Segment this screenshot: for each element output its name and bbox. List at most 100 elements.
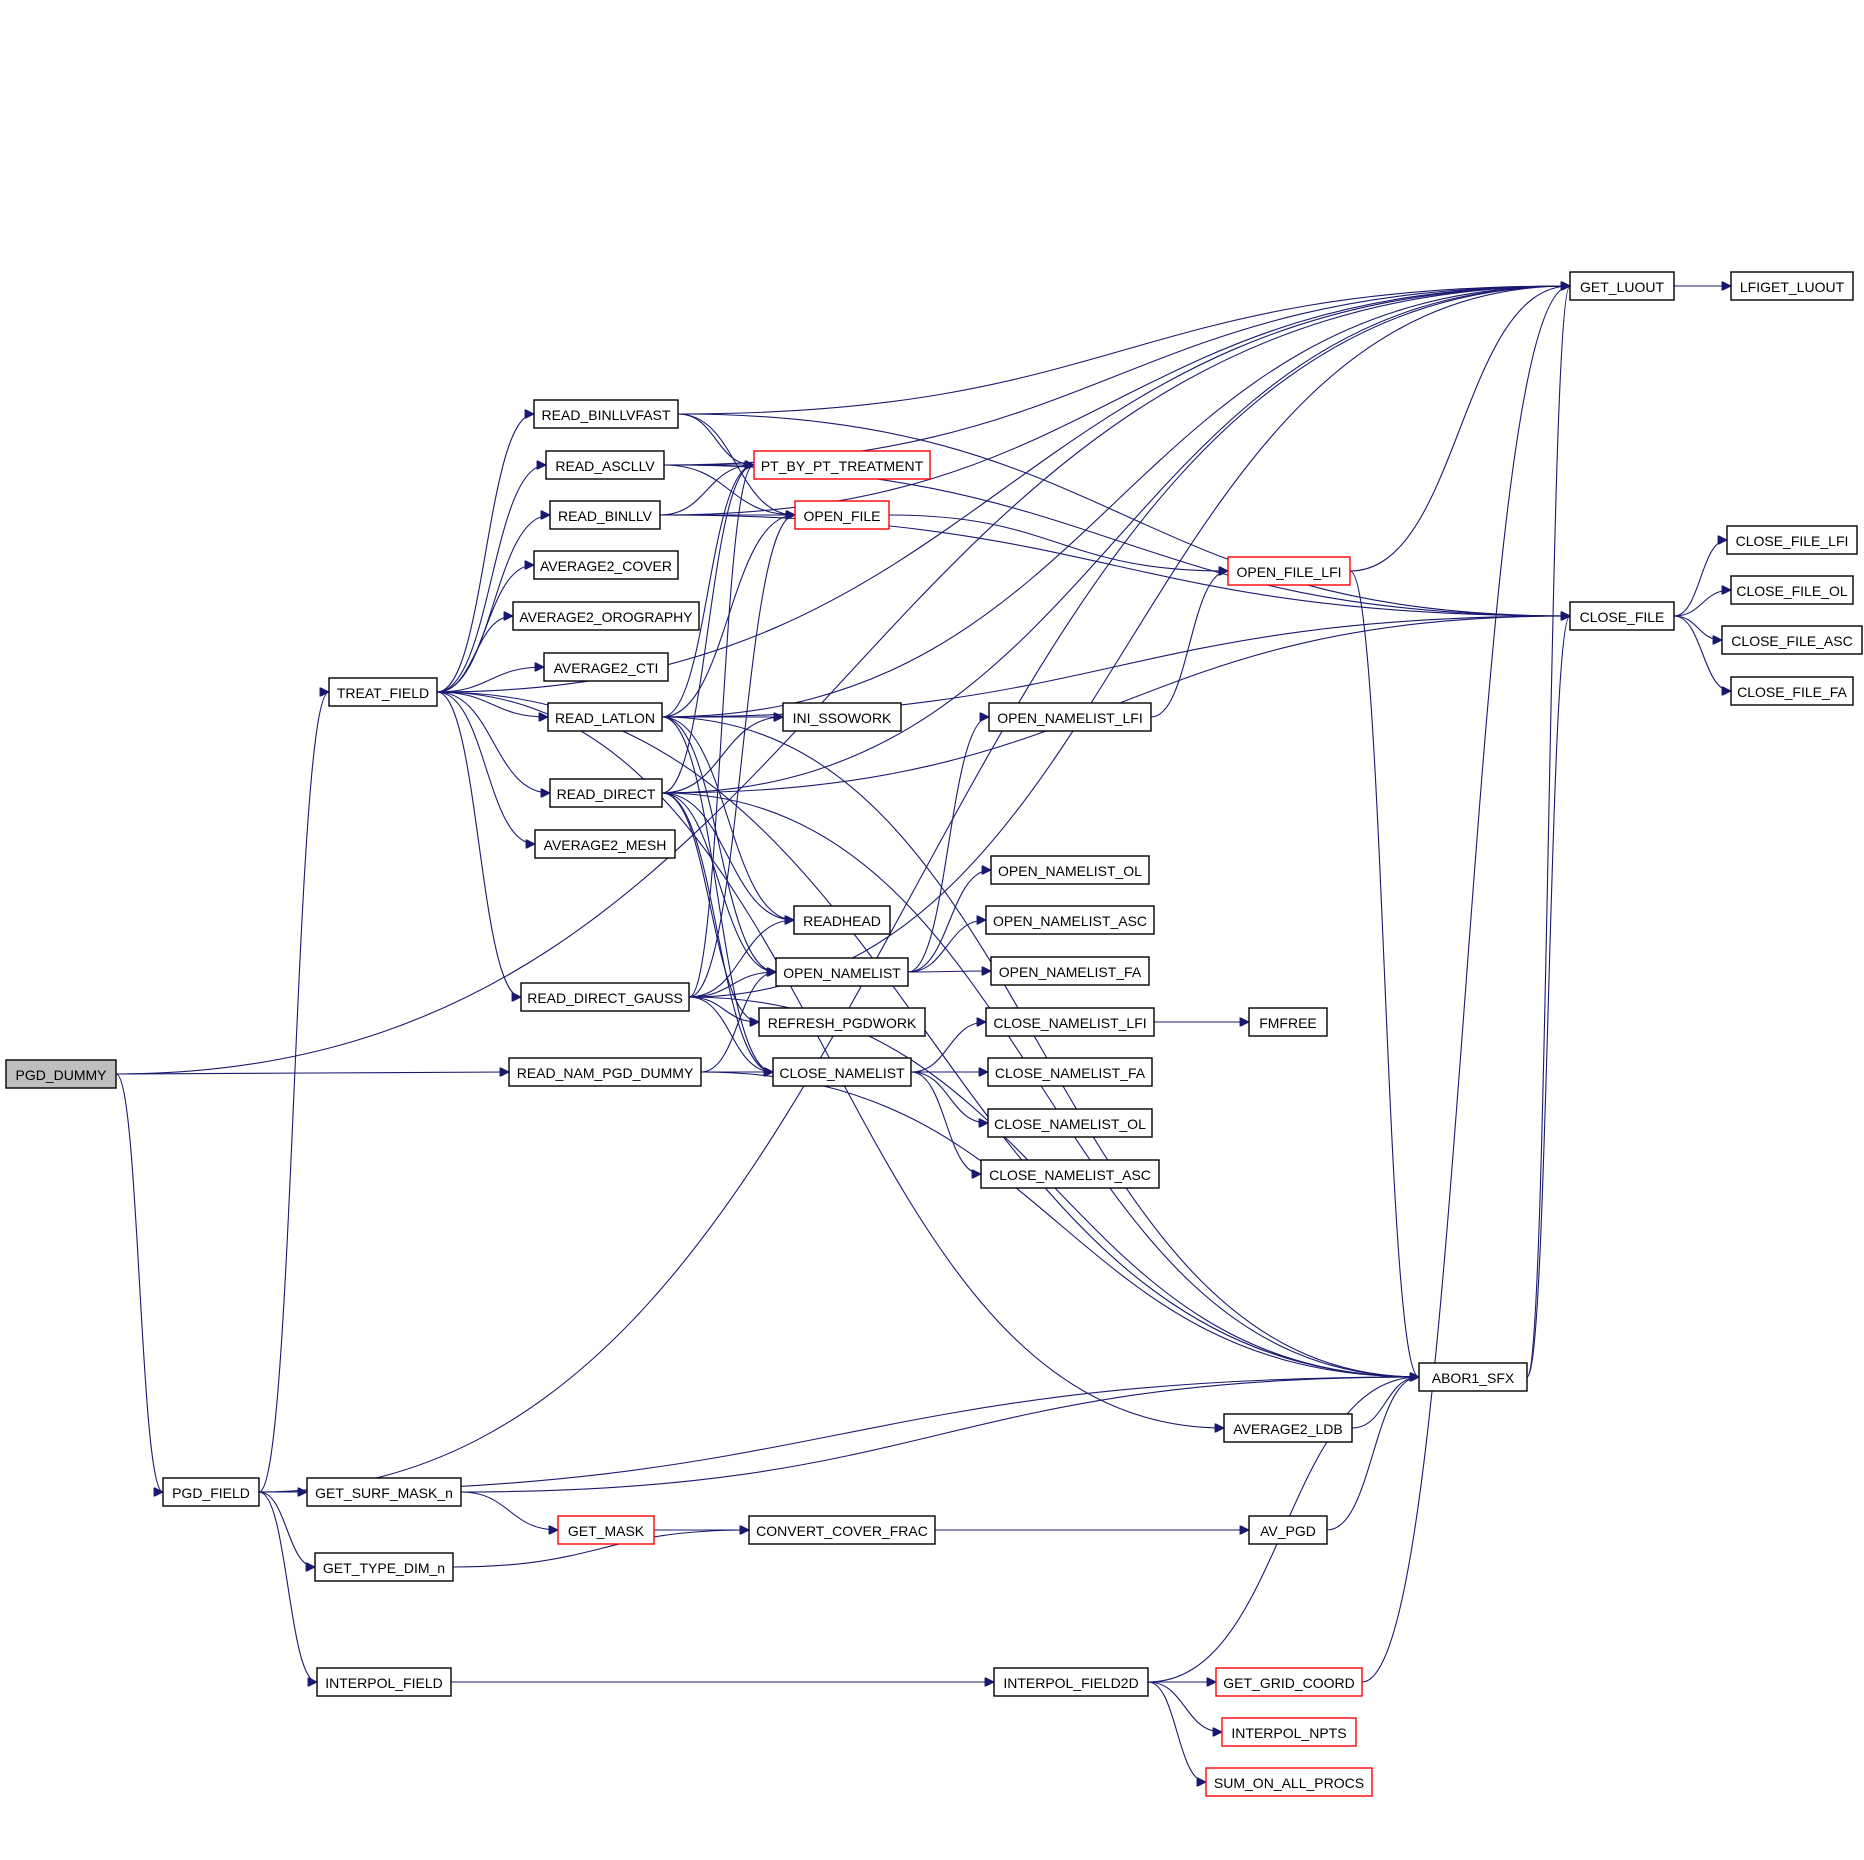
node-open-namelist-asc[interactable]: OPEN_NAMELIST_ASC xyxy=(985,905,1155,935)
node-box[interactable] xyxy=(1205,1767,1373,1797)
node-sum-on-all-procs[interactable]: SUM_ON_ALL_PROCS xyxy=(1205,1767,1373,1797)
node-read-ascllv[interactable]: READ_ASCLLV xyxy=(545,450,665,480)
node-box[interactable] xyxy=(557,1515,655,1545)
node-box[interactable] xyxy=(1221,1717,1357,1747)
node-interpol-npts[interactable]: INTERPOL_NPTS xyxy=(1221,1717,1357,1747)
node-open-file[interactable]: OPEN_FILE xyxy=(794,500,890,530)
node-box[interactable] xyxy=(162,1477,260,1507)
node-box[interactable] xyxy=(316,1667,452,1697)
node-average2-mesh[interactable]: AVERAGE2_MESH xyxy=(534,829,676,859)
node-pgd-dummy[interactable]: PGD_DUMMY xyxy=(5,1059,117,1089)
node-box[interactable] xyxy=(534,829,676,859)
node-fmfree[interactable]: FMFREE xyxy=(1248,1007,1328,1037)
node-box[interactable] xyxy=(1726,525,1858,555)
node-readhead[interactable]: READHEAD xyxy=(793,905,891,935)
node-open-namelist-lfi[interactable]: OPEN_NAMELIST_LFI xyxy=(988,702,1152,732)
node-box[interactable] xyxy=(1418,1362,1528,1392)
node-open-namelist[interactable]: OPEN_NAMELIST xyxy=(775,957,909,987)
node-box[interactable] xyxy=(775,957,909,987)
node-box[interactable] xyxy=(985,905,1155,935)
node-close-file-ol[interactable]: CLOSE_FILE_OL xyxy=(1730,575,1854,605)
node-box[interactable] xyxy=(533,399,679,429)
node-box[interactable] xyxy=(988,702,1152,732)
node-open-namelist-fa[interactable]: OPEN_NAMELIST_FA xyxy=(990,956,1150,986)
node-box[interactable] xyxy=(1721,625,1863,655)
node-box[interactable] xyxy=(520,982,690,1012)
node-box[interactable] xyxy=(1569,271,1675,301)
node-box[interactable] xyxy=(987,1108,1153,1138)
node-close-namelist-lfi[interactable]: CLOSE_NAMELIST_LFI xyxy=(985,1007,1155,1037)
node-box[interactable] xyxy=(985,1007,1155,1037)
node-read-direct[interactable]: READ_DIRECT xyxy=(549,778,663,808)
node-read-latlon[interactable]: READ_LATLON xyxy=(547,702,663,732)
node-box[interactable] xyxy=(980,1159,1160,1189)
node-box[interactable] xyxy=(794,500,890,530)
node-box[interactable] xyxy=(1227,556,1351,586)
node-box[interactable] xyxy=(990,956,1150,986)
node-box[interactable] xyxy=(547,702,663,732)
node-read-binllvfast[interactable]: READ_BINLLVFAST xyxy=(533,399,679,429)
node-box[interactable] xyxy=(549,778,663,808)
node-box[interactable] xyxy=(314,1552,454,1582)
node-box[interactable] xyxy=(782,702,902,732)
node-average2-cti[interactable]: AVERAGE2_CTI xyxy=(543,652,669,682)
node-get-mask[interactable]: GET_MASK xyxy=(557,1515,655,1545)
node-average2-cover[interactable]: AVERAGE2_COVER xyxy=(533,550,679,580)
node-lfiget-luout[interactable]: LFIGET_LUOUT xyxy=(1730,271,1854,301)
node-read-nam-pgd-dummy[interactable]: READ_NAM_PGD_DUMMY xyxy=(508,1057,702,1087)
node-box[interactable] xyxy=(508,1057,702,1087)
node-open-file-lfi[interactable]: OPEN_FILE_LFI xyxy=(1227,556,1351,586)
node-box[interactable] xyxy=(533,550,679,580)
node-close-namelist-ol[interactable]: CLOSE_NAMELIST_OL xyxy=(987,1108,1153,1138)
node-box[interactable] xyxy=(987,1057,1153,1087)
node-pt-by-pt-treatment[interactable]: PT_BY_PT_TREATMENT xyxy=(753,450,931,480)
node-open-namelist-ol[interactable]: OPEN_NAMELIST_OL xyxy=(990,855,1150,885)
node-abor1-sfx[interactable]: ABOR1_SFX xyxy=(1418,1362,1528,1392)
node-box[interactable] xyxy=(1730,271,1854,301)
node-box[interactable] xyxy=(543,652,669,682)
node-av-pgd[interactable]: AV_PGD xyxy=(1248,1515,1328,1545)
node-box[interactable] xyxy=(772,1057,912,1087)
node-box[interactable] xyxy=(758,1007,926,1037)
node-box[interactable] xyxy=(5,1059,117,1089)
node-ini-ssowork[interactable]: INI_SSOWORK xyxy=(782,702,902,732)
node-box[interactable] xyxy=(990,855,1150,885)
node-box[interactable] xyxy=(993,1667,1149,1697)
node-get-grid-coord[interactable]: GET_GRID_COORD xyxy=(1215,1667,1363,1697)
node-close-file-lfi[interactable]: CLOSE_FILE_LFI xyxy=(1726,525,1858,555)
node-read-binllv[interactable]: READ_BINLLV xyxy=(549,500,661,530)
node-average2-orography[interactable]: AVERAGE2_OROGRAPHY xyxy=(512,601,700,631)
node-box[interactable] xyxy=(545,450,665,480)
node-box[interactable] xyxy=(306,1477,462,1507)
node-box[interactable] xyxy=(1215,1667,1363,1697)
node-box[interactable] xyxy=(748,1515,936,1545)
node-box[interactable] xyxy=(1730,575,1854,605)
node-close-file[interactable]: CLOSE_FILE xyxy=(1569,601,1675,631)
node-pgd-field[interactable]: PGD_FIELD xyxy=(162,1477,260,1507)
node-box[interactable] xyxy=(793,905,891,935)
node-interpol-field2d[interactable]: INTERPOL_FIELD2D xyxy=(993,1667,1149,1697)
node-box[interactable] xyxy=(512,601,700,631)
node-close-file-asc[interactable]: CLOSE_FILE_ASC xyxy=(1721,625,1863,655)
node-convert-cover-frac[interactable]: CONVERT_COVER_FRAC xyxy=(748,1515,936,1545)
node-read-direct-gauss[interactable]: READ_DIRECT_GAUSS xyxy=(520,982,690,1012)
node-box[interactable] xyxy=(1248,1007,1328,1037)
node-box[interactable] xyxy=(1569,601,1675,631)
node-get-type-dim-n[interactable]: GET_TYPE_DIM_n xyxy=(314,1552,454,1582)
node-close-namelist[interactable]: CLOSE_NAMELIST xyxy=(772,1057,912,1087)
node-box[interactable] xyxy=(328,677,438,707)
node-box[interactable] xyxy=(1248,1515,1328,1545)
node-get-luout[interactable]: GET_LUOUT xyxy=(1569,271,1675,301)
node-interpol-field[interactable]: INTERPOL_FIELD xyxy=(316,1667,452,1697)
node-box[interactable] xyxy=(549,500,661,530)
node-box[interactable] xyxy=(1223,1413,1353,1443)
node-box[interactable] xyxy=(1730,676,1854,706)
node-close-namelist-asc[interactable]: CLOSE_NAMELIST_ASC xyxy=(980,1159,1160,1189)
node-treat-field[interactable]: TREAT_FIELD xyxy=(328,677,438,707)
node-average2-ldb[interactable]: AVERAGE2_LDB xyxy=(1223,1413,1353,1443)
node-get-surf-mask-n[interactable]: GET_SURF_MASK_n xyxy=(306,1477,462,1507)
node-close-file-fa[interactable]: CLOSE_FILE_FA xyxy=(1730,676,1854,706)
node-refresh-pgdwork[interactable]: REFRESH_PGDWORK xyxy=(758,1007,926,1037)
node-box[interactable] xyxy=(753,450,931,480)
node-close-namelist-fa[interactable]: CLOSE_NAMELIST_FA xyxy=(987,1057,1153,1087)
